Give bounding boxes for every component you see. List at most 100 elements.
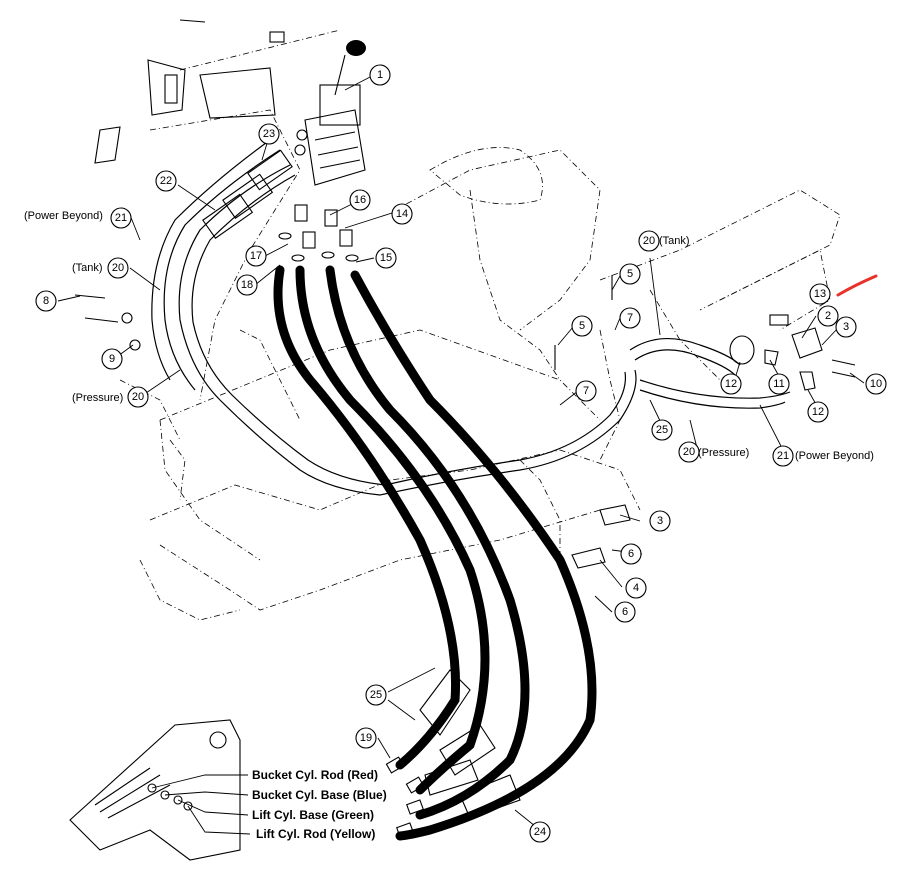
callout-number: 1: [377, 69, 383, 81]
callout-circle: [638, 230, 660, 252]
callout-number: 8: [43, 295, 49, 307]
callout-circle: [625, 577, 647, 599]
callout-circle: [355, 727, 377, 749]
callout-20: 20: [127, 386, 149, 408]
callout-number: 4: [633, 582, 639, 594]
callout-17: 17: [245, 245, 267, 267]
callout-1: 1: [369, 64, 391, 86]
callout-circle: [155, 170, 177, 192]
callout-21: 21: [110, 207, 132, 229]
text-labels: (Power Beyond) (Tank) (Pressure) (Tank) …: [24, 210, 874, 462]
callout-14: 14: [391, 203, 413, 225]
label-power-beyond-left: (Power Beyond): [24, 210, 103, 222]
hose-fittings: [385, 756, 425, 838]
callout-10: 10: [865, 373, 887, 395]
callout-number: 2: [825, 310, 831, 322]
callout-circle: [575, 380, 597, 402]
callout-circle: [619, 263, 641, 285]
callout-12: 12: [720, 373, 742, 395]
callout-number: 23: [263, 128, 275, 140]
callout-circle: [258, 123, 280, 145]
label-pressure-left: (Pressure): [72, 392, 123, 404]
legend-lift-rod: Lift Cyl. Rod (Yellow): [256, 827, 375, 841]
callout-6: 6: [620, 543, 642, 565]
callout-circle: [391, 203, 413, 225]
callout-circle: [817, 305, 839, 327]
callout-20: 20: [678, 441, 700, 463]
callout-circle: [571, 315, 593, 337]
inset-legend: Bucket Cyl. Rod (Red) Bucket Cyl. Base (…: [252, 768, 387, 841]
callout-4: 4: [625, 577, 647, 599]
callout-15: 15: [375, 247, 397, 269]
callout-24: 24: [529, 821, 551, 843]
cylinder-hoses: [273, 265, 597, 841]
legend-bucket-base: Bucket Cyl. Base (Blue): [252, 788, 387, 802]
callout-13: 13: [809, 283, 831, 305]
background-structure: [119, 29, 841, 621]
callout-25: 25: [651, 419, 673, 441]
callout-circle: [620, 543, 642, 565]
callout-number: 21: [115, 212, 127, 224]
callout-number: 6: [622, 606, 628, 618]
label-tank-left: (Tank): [72, 262, 103, 274]
left-tubes: [151, 139, 637, 496]
callout-number: 5: [627, 268, 633, 280]
callout-circle: [107, 257, 129, 279]
callout-circle: [127, 386, 149, 408]
callout-circle: [245, 245, 267, 267]
label-pressure-right: (Pressure): [698, 447, 749, 459]
callout-number: 25: [656, 424, 668, 436]
callout-number: 17: [250, 250, 262, 262]
callout-circle: [619, 307, 641, 329]
callout-bubbles: 1233455667789101112121314151617181920202…: [35, 64, 887, 843]
callout-number: 10: [870, 378, 882, 390]
callout-circle: [365, 684, 387, 706]
callout-22: 22: [155, 170, 177, 192]
red-annotation-mark: [836, 274, 878, 297]
callout-number: 7: [583, 385, 589, 397]
callout-number: 13: [814, 288, 826, 300]
callout-number: 18: [241, 279, 253, 291]
callout-21: 21: [772, 445, 794, 467]
callout-circle: [678, 441, 700, 463]
callout-number: 3: [843, 321, 849, 333]
callout-number: 24: [534, 826, 546, 838]
callout-3: 3: [835, 316, 857, 338]
callout-2: 2: [817, 305, 839, 327]
callout-5: 5: [571, 315, 593, 337]
callout-number: 19: [360, 732, 372, 744]
callout-23: 23: [258, 123, 280, 145]
callout-number: 3: [657, 515, 663, 527]
callout-circle: [369, 64, 391, 86]
callout-number: 12: [725, 378, 737, 390]
callout-number: 11: [773, 378, 784, 390]
callout-circle: [768, 373, 790, 395]
legend-lift-base: Lift Cyl. Base (Green): [252, 808, 374, 822]
callout-circle: [529, 821, 551, 843]
callout-number: 14: [396, 208, 408, 220]
callout-number: 20: [683, 446, 695, 458]
callout-9: 9: [101, 348, 123, 370]
callout-20: 20: [638, 230, 660, 252]
callout-circle: [110, 207, 132, 229]
callout-3: 3: [649, 510, 671, 532]
label-tank-right: (Tank): [659, 235, 690, 247]
callout-circle: [807, 401, 829, 423]
callout-number: 6: [628, 548, 634, 560]
callout-7: 7: [575, 380, 597, 402]
callout-16: 16: [349, 189, 371, 211]
valve-bracket: [94, 19, 285, 164]
callout-number: 25: [370, 689, 382, 701]
legend-leaders: [151, 774, 251, 835]
callout-number: 7: [627, 312, 633, 324]
callout-circle: [649, 510, 671, 532]
callout-number: 9: [109, 353, 115, 365]
callout-circle: [614, 601, 636, 623]
callout-circle: [35, 290, 57, 312]
callout-number: 12: [812, 406, 824, 418]
callout-20: 20: [107, 257, 129, 279]
right-components: [554, 275, 856, 569]
callout-circle: [720, 373, 742, 395]
